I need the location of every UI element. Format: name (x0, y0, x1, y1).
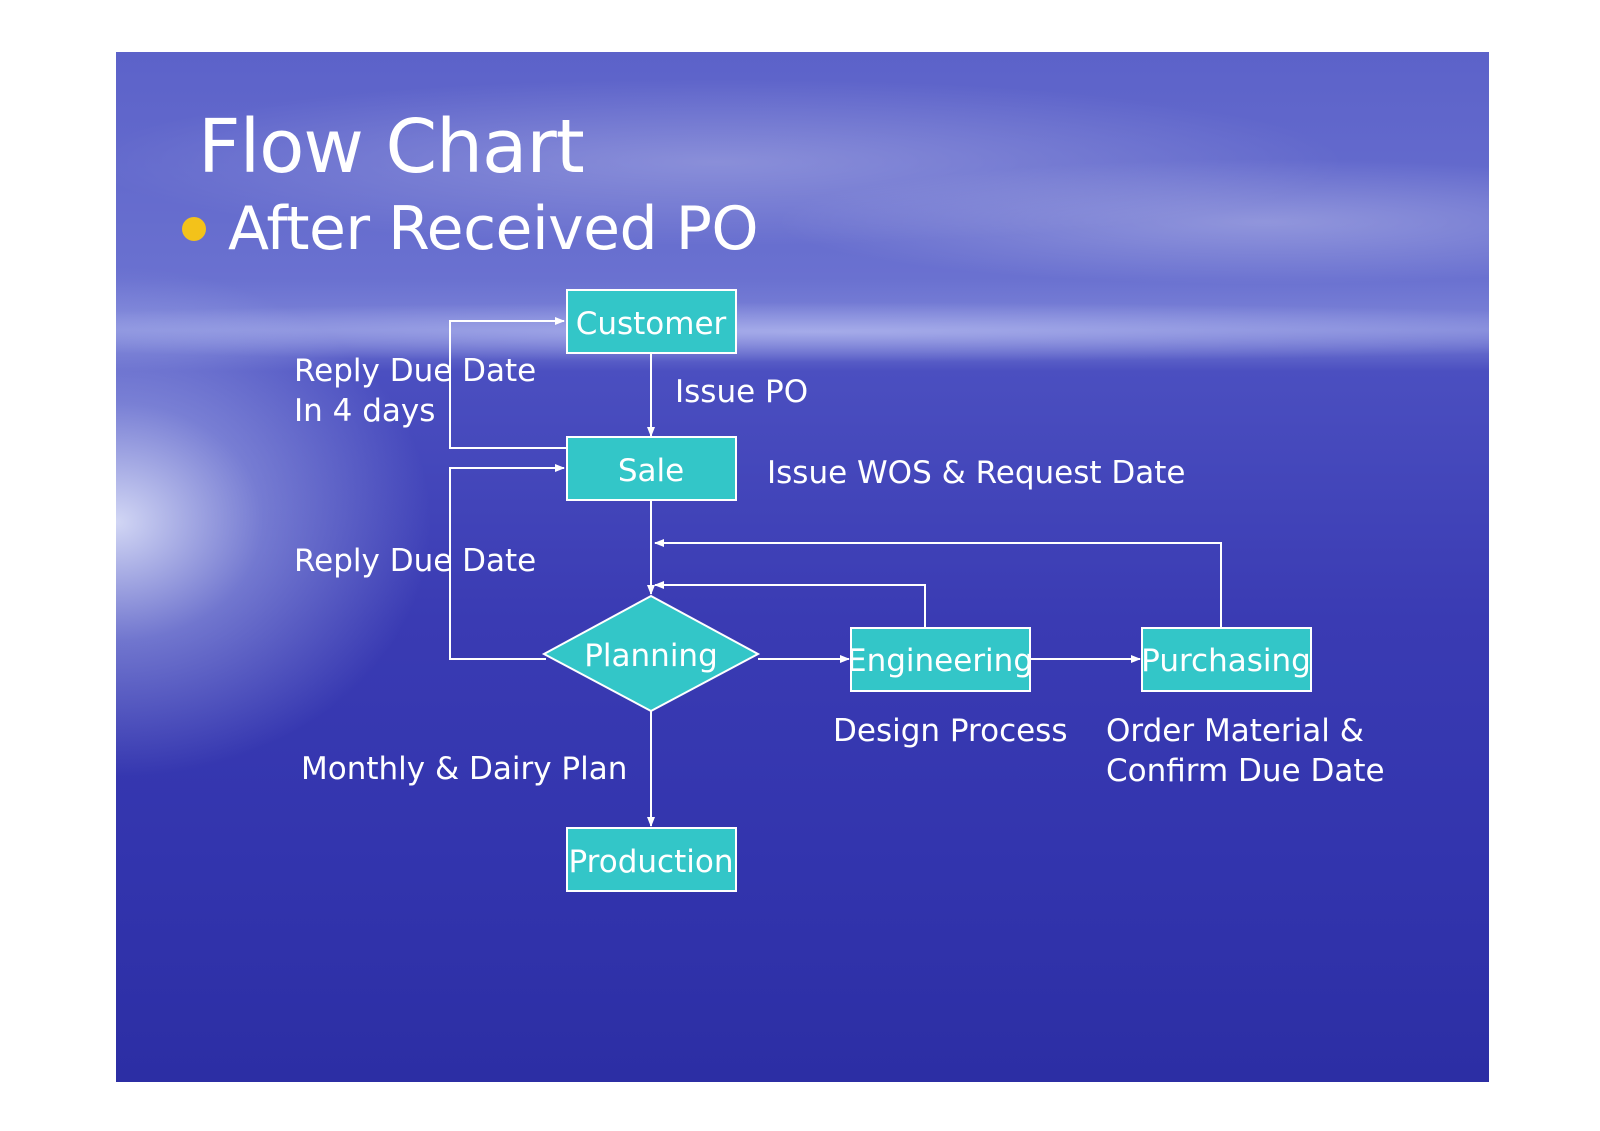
label-issue-wos: Issue WOS & Request Date (767, 455, 1186, 491)
label-order-material-line1: Order Material & (1106, 713, 1364, 749)
slide: Flow Chart After Received PO Customer (116, 52, 1489, 1082)
label-issue-po: Issue PO (675, 374, 808, 410)
bullet-dot-icon (182, 217, 206, 241)
node-purchasing-label: Purchasing (1141, 643, 1311, 679)
slide-bullet-text: After Received PO (228, 194, 759, 264)
label-monthly-plan: Monthly & Dairy Plan (301, 751, 627, 787)
slide-title: Flow Chart (198, 104, 585, 190)
node-purchasing: Purchasing (1141, 627, 1312, 692)
arrow-engineering-to-planning (654, 581, 926, 627)
label-design-process: Design Process (833, 713, 1067, 749)
flow-chart-diagram: Customer Sale Planning Engineering Purch… (294, 289, 1385, 892)
node-production: Production (566, 827, 737, 892)
label-reply-due-date: Reply Due Date (294, 543, 536, 579)
node-planning-label: Planning (584, 638, 718, 674)
node-sale: Sale (566, 436, 737, 501)
arrow-planning-to-sale-reply (449, 464, 565, 660)
arrow-sale-to-customer-reply (449, 317, 567, 449)
node-sale-label: Sale (618, 453, 684, 489)
node-production-label: Production (569, 844, 734, 880)
node-customer: Customer (566, 289, 737, 354)
node-engineering-label: Engineering (847, 643, 1033, 679)
node-planning: Planning (541, 594, 761, 713)
label-order-material-line2: Confirm Due Date (1106, 753, 1385, 789)
label-reply-due-date-line2: In 4 days (294, 393, 435, 429)
node-customer-label: Customer (576, 306, 727, 342)
label-reply-due-date-line1: Reply Due Date (294, 353, 536, 389)
arrow-purchasing-to-planning (654, 539, 1222, 627)
node-engineering: Engineering (847, 627, 1033, 692)
